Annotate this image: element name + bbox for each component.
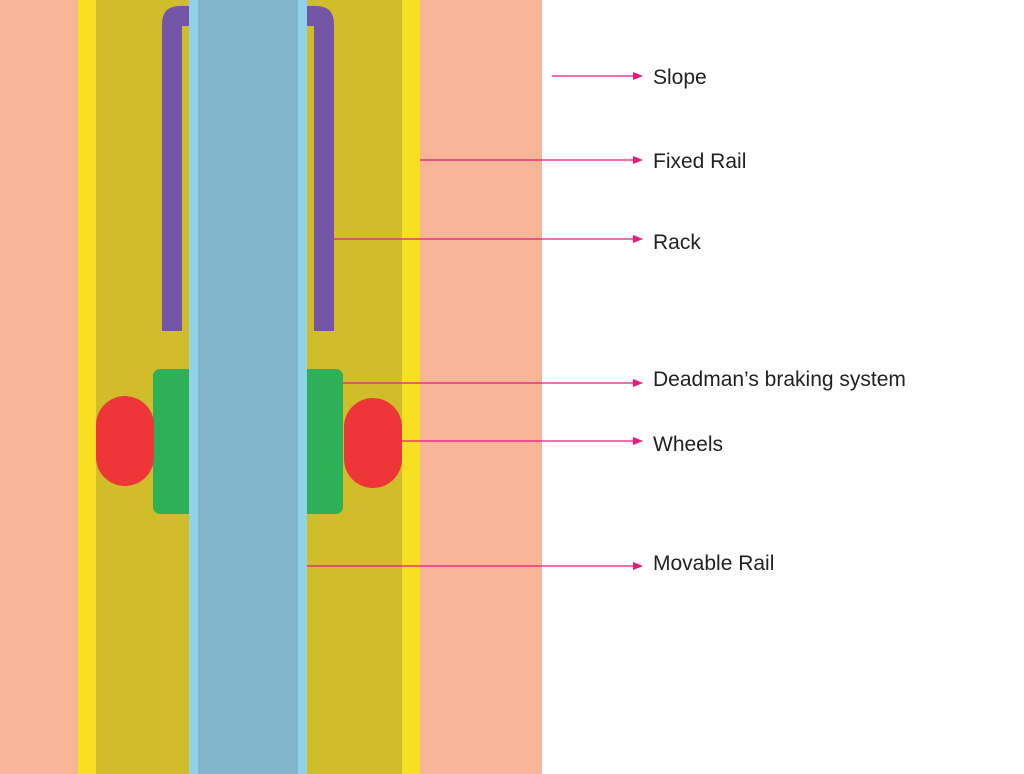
movable-rail-core bbox=[198, 0, 298, 774]
fixed-rail-right bbox=[402, 0, 420, 774]
arrowhead-wheels bbox=[633, 437, 643, 445]
label-movable-rail: Movable Rail bbox=[653, 552, 774, 575]
arrowhead-movable-rail bbox=[633, 562, 643, 570]
wheel-left bbox=[96, 396, 154, 486]
rack-shape bbox=[162, 6, 334, 331]
label-braking-system: Deadman’s braking system bbox=[653, 368, 906, 391]
arrowhead-slope bbox=[633, 72, 643, 80]
braking-pad-left bbox=[153, 369, 199, 514]
arrowhead-fixed-rail bbox=[633, 156, 643, 164]
arrowhead-braking bbox=[633, 379, 643, 387]
wheel-right bbox=[344, 398, 402, 488]
arrowhead-rack bbox=[633, 235, 643, 243]
label-rack: Rack bbox=[653, 231, 701, 254]
braking-pad-right bbox=[297, 369, 343, 514]
label-slope: Slope bbox=[653, 66, 707, 89]
arrowheads bbox=[633, 72, 643, 570]
leader-lines bbox=[307, 75, 634, 567]
label-fixed-rail: Fixed Rail bbox=[653, 150, 746, 173]
fixed-rail-left bbox=[78, 0, 96, 774]
label-wheels: Wheels bbox=[653, 433, 723, 456]
